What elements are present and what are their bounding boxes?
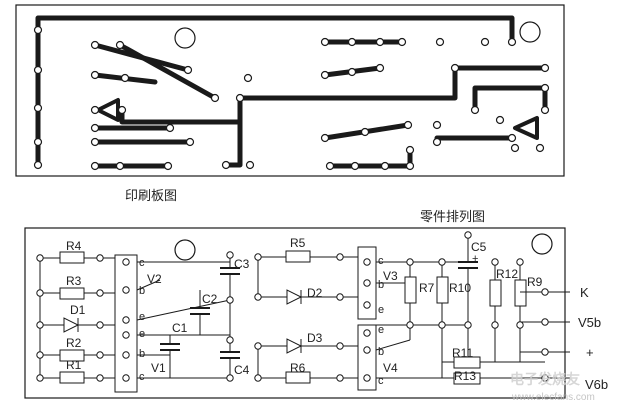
layout-pads bbox=[36, 231, 549, 382]
label-r5: R5 bbox=[290, 236, 306, 250]
layout-mounting-hole-left bbox=[174, 239, 196, 261]
pin-v4-c: c bbox=[378, 375, 384, 387]
pcb-outline bbox=[15, 4, 565, 177]
layout-mounting-hole-right bbox=[531, 233, 553, 255]
label-r2: R2 bbox=[66, 336, 82, 350]
pin-v1-e: e bbox=[139, 328, 145, 340]
label-r1: R1 bbox=[66, 358, 82, 372]
pcb-board bbox=[15, 4, 565, 177]
label-r6: R6 bbox=[290, 361, 306, 375]
label-c1: C1 bbox=[172, 321, 188, 335]
pin-labels: c b e e b c c b e e b c + bbox=[139, 253, 478, 387]
layout-board bbox=[24, 227, 570, 399]
label-r4: R4 bbox=[66, 239, 82, 253]
pin-v1-b: b bbox=[139, 348, 145, 360]
label-d2: D2 bbox=[307, 286, 323, 300]
label-d3: D3 bbox=[307, 331, 323, 345]
pin-v2-e: e bbox=[139, 311, 145, 323]
label-r9: R9 bbox=[527, 275, 543, 289]
pin-v2-c: c bbox=[139, 257, 145, 269]
c5-polarity: + bbox=[472, 253, 478, 265]
resistor-r10 bbox=[436, 276, 449, 304]
diode-d2 bbox=[286, 289, 303, 305]
pcb-traces bbox=[35, 15, 548, 169]
watermark-url: www.elecfans.com bbox=[511, 392, 595, 403]
diode-d1 bbox=[63, 317, 80, 333]
label-c2: C2 bbox=[202, 292, 218, 306]
diode-d3 bbox=[286, 338, 303, 354]
terminal-labels: K V5b + V6b bbox=[578, 285, 608, 392]
label-v1: V1 bbox=[151, 361, 166, 375]
pin-v4-e: e bbox=[378, 324, 384, 336]
pcb-mounting-hole-right bbox=[519, 21, 541, 43]
component-labels: R4 R3 D1 R2 R1 V2 V1 C1 C2 C3 C4 R5 D2 D… bbox=[66, 236, 543, 383]
label-v2: V2 bbox=[147, 272, 162, 286]
watermark-text: 电子发烧友 bbox=[510, 371, 580, 388]
resistor-r11 bbox=[453, 356, 481, 369]
pin-v2-b: b bbox=[139, 285, 145, 297]
resistor-r4 bbox=[59, 251, 85, 264]
pcb-mounting-hole-left bbox=[174, 27, 196, 49]
resistor-r3 bbox=[59, 287, 85, 300]
label-r7: R7 bbox=[419, 281, 435, 295]
label-c4: C4 bbox=[234, 363, 250, 377]
pin-v4-b: b bbox=[378, 346, 384, 358]
label-r3: R3 bbox=[66, 274, 82, 288]
label-c5: C5 bbox=[471, 240, 487, 254]
label-r11: R11 bbox=[452, 346, 473, 360]
terminal-plus: + bbox=[586, 345, 594, 360]
pin-v3-b: b bbox=[378, 279, 384, 291]
resistor-r12 bbox=[489, 279, 502, 307]
transistor-block-v4 bbox=[357, 324, 377, 391]
label-v4: V4 bbox=[383, 361, 398, 375]
resistor-r2 bbox=[59, 349, 85, 362]
pcb-title: 印刷板图 bbox=[125, 189, 177, 204]
label-c3: C3 bbox=[234, 257, 250, 271]
resistor-r6 bbox=[285, 371, 311, 384]
resistor-r5 bbox=[285, 250, 311, 263]
watermark: 电子发烧友 www.elecfans.com bbox=[510, 371, 595, 403]
left-rails bbox=[39, 251, 115, 384]
label-d1: D1 bbox=[70, 303, 86, 317]
resistor-r9 bbox=[514, 279, 527, 307]
label-r13: R13 bbox=[454, 369, 476, 383]
pcb-pads bbox=[33, 25, 550, 171]
label-r12: R12 bbox=[496, 267, 518, 281]
label-r10: R10 bbox=[449, 281, 471, 295]
resistor-r13 bbox=[453, 372, 481, 385]
terminal-k: K bbox=[580, 285, 589, 300]
resistor-r1 bbox=[59, 371, 85, 384]
pin-v3-e: e bbox=[378, 304, 384, 316]
layout-title: 零件排列图 bbox=[420, 210, 485, 225]
terminal-v6b: V6b bbox=[585, 377, 608, 392]
terminal-v5b: V5b bbox=[578, 315, 601, 330]
pin-v1-c: c bbox=[139, 371, 145, 383]
pin-v3-c: c bbox=[378, 255, 384, 267]
layout-outline bbox=[24, 227, 566, 399]
label-v3: V3 bbox=[383, 269, 398, 283]
resistor-r7 bbox=[404, 276, 417, 304]
